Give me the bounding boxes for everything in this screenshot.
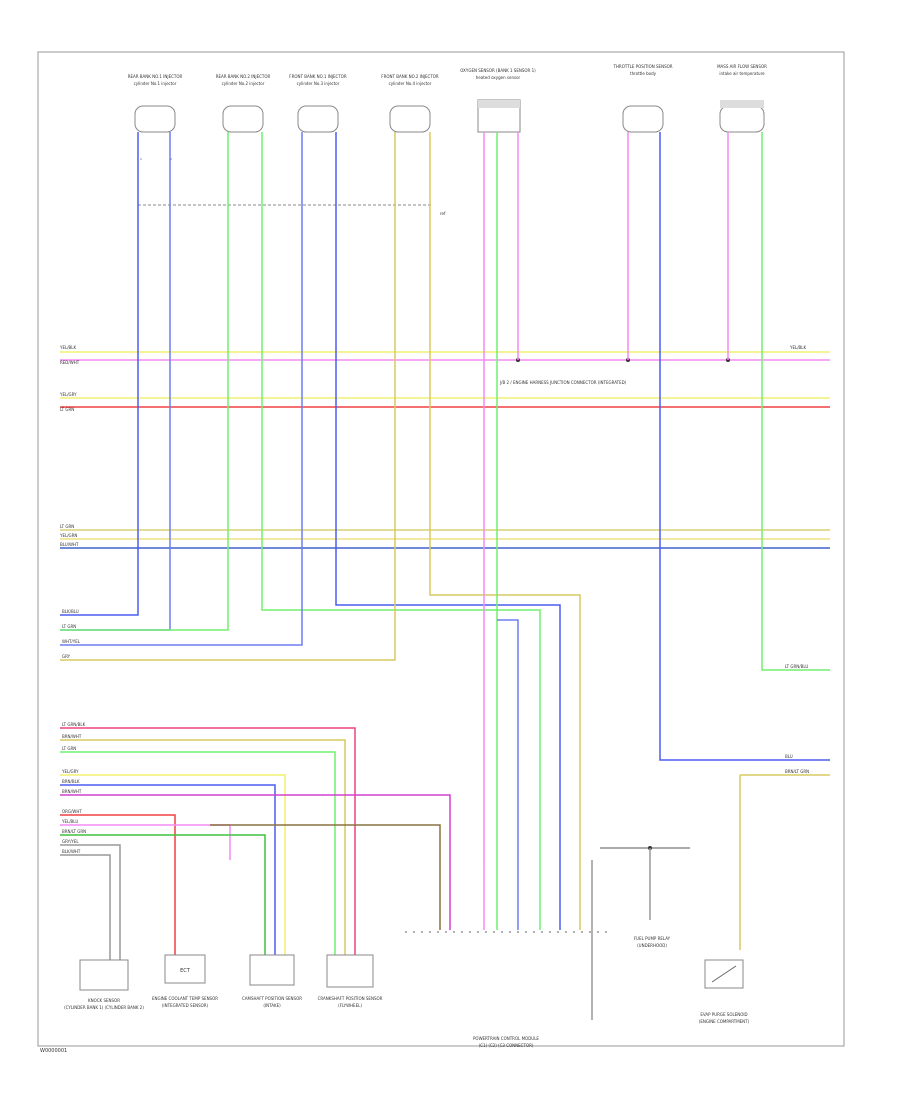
- svg-text:ORG/WHT: ORG/WHT: [62, 809, 82, 814]
- svg-text:BLU/WHT: BLU/WHT: [60, 542, 79, 547]
- component-label: (ENGINE COMPARTMENT): [699, 1019, 750, 1024]
- splice-note: J/B 2 / ENGINE HARNESS JUNCTION CONNECTO…: [499, 380, 627, 385]
- component-name: FUEL PUMP RELAY: [634, 936, 671, 941]
- bottom-component-cmp: CAMSHAFT POSITION SENSOR (INTAKE): [242, 954, 302, 1008]
- top-component-oxygen-sensor: OXYGEN SENSOR (BANK 1 SENSOR 1) heated o…: [460, 68, 536, 133]
- svg-text:RED/WHT: RED/WHT: [60, 360, 80, 365]
- component-label: throttle body: [630, 71, 657, 76]
- svg-text:BLK/BLU: BLK/BLU: [62, 609, 79, 614]
- component-name: REAR BANK NO.2 INJECTOR: [216, 74, 271, 79]
- component-label: cylinder No.4 injector: [389, 81, 432, 86]
- component-label: intake air temperature: [719, 71, 765, 76]
- svg-text:BRN/BLK: BRN/BLK: [62, 779, 80, 784]
- component-name: EVAP PURGE SOLENOID: [700, 1012, 747, 1017]
- component-label: cylinder No.3 injector: [297, 81, 340, 86]
- diagram-border: [37, 51, 845, 1047]
- top-component-rear-1: REAR BANK NO.1 INJECTOR cylinder No.1 in…: [128, 74, 183, 161]
- bottom-component-knock: KNOCK SENSOR (CYLINDER BANK 1) (CYLINDER…: [64, 959, 144, 1010]
- svg-text:BRN/WHT: BRN/WHT: [62, 789, 82, 794]
- svg-text:BRN/WHT: BRN/WHT: [62, 734, 82, 739]
- svg-text:LT GRN: LT GRN: [60, 524, 74, 529]
- component-label: (FLYWHEEL): [338, 1003, 362, 1008]
- svg-text:BRN/LT GRN: BRN/LT GRN: [785, 769, 809, 774]
- component-label: (INTAKE): [263, 1003, 281, 1008]
- component-name: MASS AIR FLOW SENSOR: [717, 64, 767, 69]
- top-component-front-2: FRONT BANK NO.2 INJECTOR cylinder No.4 i…: [381, 74, 439, 133]
- component-name: POWERTRAIN CONTROL MODULE: [473, 1036, 539, 1041]
- top-component-front-1: FRONT BANK NO.1 INJECTOR cylinder No.3 i…: [289, 74, 347, 133]
- svg-text:GRY/YEL: GRY/YEL: [62, 839, 79, 844]
- svg-text:GRY: GRY: [62, 654, 71, 659]
- svg-text:LT GRN/BLU: LT GRN/BLU: [785, 664, 808, 669]
- bus-power: YEL/BLK RED/WHT YEL/BLK: [59, 345, 830, 365]
- component-name: FRONT BANK NO.2 INJECTOR: [381, 74, 439, 79]
- svg-text:BLU: BLU: [785, 754, 793, 759]
- svg-text:LT GRN: LT GRN: [60, 407, 74, 412]
- component-name: FRONT BANK NO.1 INJECTOR: [289, 74, 347, 79]
- pcm-connector: POWERTRAIN CONTROL MODULE (C1) (C2) (C3 …: [405, 860, 610, 1048]
- component-name: THROTTLE POSITION SENSOR: [612, 64, 672, 69]
- svg-text:BLK/WHT: BLK/WHT: [62, 849, 81, 854]
- component-name: REAR BANK NO.1 INJECTOR: [128, 74, 183, 79]
- svg-text:BRN/LT GRN: BRN/LT GRN: [62, 829, 86, 834]
- svg-text:1: 1: [140, 157, 142, 161]
- svg-text:ECT: ECT: [180, 968, 191, 974]
- component-name: CAMSHAFT POSITION SENSOR: [242, 996, 302, 1001]
- component-name: ENGINE COOLANT TEMP SENSOR: [152, 996, 218, 1001]
- bus-ref: YEL/GRY LT GRN J/B 2 / ENGINE HARNESS JU…: [59, 380, 830, 412]
- svg-text:WHT/YEL: WHT/YEL: [62, 639, 81, 644]
- vertical-wires: [60, 132, 830, 950]
- top-component-rear-2: REAR BANK NO.2 INJECTOR cylinder No.2 in…: [216, 74, 271, 133]
- top-component-maf: MASS AIR FLOW SENSOR intake air temperat…: [717, 64, 767, 133]
- component-label: (C1) (C2) (C3 CONNECTOR): [479, 1043, 534, 1048]
- lower-harness: [60, 727, 451, 960]
- svg-text:YEL/GRN: YEL/GRN: [59, 533, 77, 538]
- bottom-component-fuel-relay: FUEL PUMP RELAY (UNDERHOOD): [600, 846, 690, 948]
- component-name: KNOCK SENSOR: [88, 998, 120, 1003]
- svg-text:LT GRN/BLK: LT GRN/BLK: [62, 722, 86, 727]
- bottom-component-ect: ECT ENGINE COOLANT TEMP SENSOR (INTEGRAT…: [152, 954, 218, 1008]
- left-labels-mid: BLK/BLU LT GRN WHT/YEL GRY LT GRN/BLU BL…: [62, 609, 809, 774]
- component-label: (UNDERHOOD): [637, 943, 667, 948]
- svg-text:YEL/GRY: YEL/GRY: [61, 769, 79, 774]
- bottom-component-ckp: CRANKSHAFT POSITION SENSOR (FLYWHEEL): [318, 954, 383, 1008]
- svg-text:YEL/BLK: YEL/BLK: [789, 345, 807, 350]
- component-label: (INTEGRATED SENSOR): [162, 1003, 209, 1008]
- svg-text:LT GRN: LT GRN: [62, 624, 76, 629]
- component-label: (CYLINDER BANK 1) (CYLINDER BANK 2): [64, 1005, 144, 1010]
- svg-text:2: 2: [170, 157, 172, 161]
- component-label: cylinder No.2 injector: [222, 81, 265, 86]
- svg-text:LT GRN: LT GRN: [62, 746, 76, 751]
- footer-code: W0000001: [40, 1048, 67, 1054]
- svg-text:YEL/BLU: YEL/BLU: [61, 819, 78, 824]
- component-name: OXYGEN SENSOR (BANK 1 SENSOR 1): [460, 68, 536, 73]
- component-label: heated oxygen sensor: [476, 75, 521, 80]
- component-label: cylinder No.1 injector: [134, 81, 177, 86]
- bus-signal: LT GRN YEL/GRN BLU/WHT: [59, 524, 830, 549]
- bottom-component-evap: EVAP PURGE SOLENOID (ENGINE COMPARTMENT): [699, 959, 750, 1024]
- svg-text:YEL/BLK: YEL/BLK: [59, 345, 77, 350]
- left-labels-bottom: LT GRN/BLK BRN/WHT LT GRN YEL/GRY BRN/BL…: [61, 722, 86, 854]
- component-name: CRANKSHAFT POSITION SENSOR: [318, 996, 383, 1001]
- svg-text:YEL/GRY: YEL/GRY: [59, 392, 77, 397]
- top-component-throttle-position: THROTTLE POSITION SENSOR throttle body: [612, 64, 673, 133]
- shield-label: ref: [440, 211, 446, 216]
